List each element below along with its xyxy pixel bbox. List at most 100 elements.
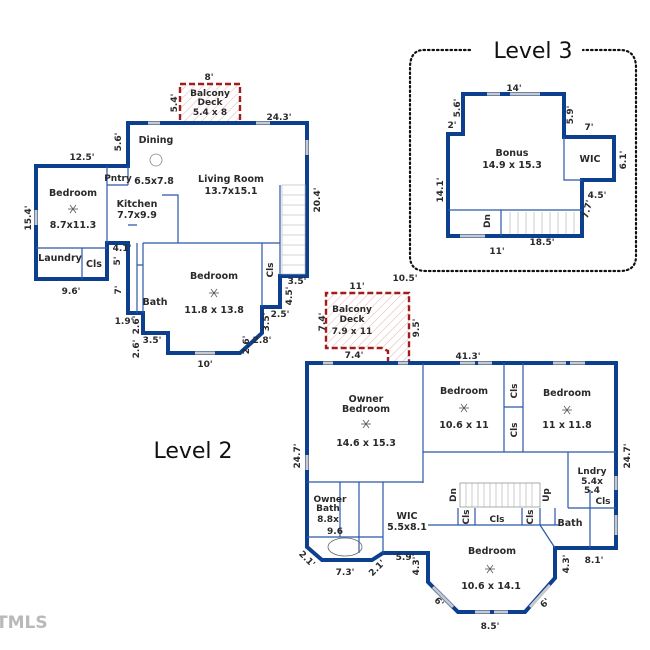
dimension-label: 5.6' [114,133,124,152]
dimension-label: 7' [114,285,124,294]
room-size: 7.9 x 11 [332,327,373,337]
dimension-label: 24.7' [623,444,633,469]
ceiling-fan-icon [67,204,79,214]
room-label: Deck [340,315,366,325]
dimension-label: 6.1' [619,151,629,170]
dimension-label: 7.4' [318,313,328,332]
stairs-down-label: Dn [449,488,459,502]
dimension-label: 15.4' [24,206,34,231]
dimension-label: 2.5' [271,310,290,320]
level-3-title: Level 3 [493,39,572,64]
exterior-walls [34,121,309,355]
dimension-label: 20.4' [313,188,323,213]
dimension-label: 11' [349,282,364,292]
dimension-label: 5.4' [170,94,180,113]
room-label: Bedroom [543,388,591,399]
room-label: Cls [462,509,472,524]
room-label: Cls [266,262,276,277]
dimension-label: 9.6' [62,287,81,297]
dimension-label: 41.3' [456,352,481,362]
bathtub-icon [327,537,363,557]
dimension-label: 10' [197,360,212,370]
dimension-label: 2.6' [242,336,252,355]
stairs [509,212,575,234]
room-label: Cls [510,422,520,437]
dimension-label: 10.5' [393,274,418,284]
room-label: Owner [349,394,384,405]
dimension-label: 8.5' [481,622,500,632]
dimension-label: 7' [584,123,593,133]
interior-walls [307,363,616,553]
room-size: 8.8x [317,515,339,525]
stairs-down-label: Dn [483,214,493,228]
room-size: 5.4 x 8 [193,108,227,118]
interior-walls [34,121,309,355]
ceiling-fan-icon [458,403,470,413]
level-2-title: Level 2 [153,439,232,464]
dimension-label: 3.5' [143,336,162,346]
room-label: Cls [595,497,610,507]
room-label: Living Room [198,174,264,185]
level-3-dotted-frame [408,48,638,273]
ceiling-fan-icon [208,288,220,298]
dimension-label: 5' [113,256,123,265]
room-label: Cls [86,259,102,270]
room-label: Balcony [332,305,372,315]
dimension-label: 2.6' [132,340,142,359]
dimension-label: 24.7' [293,444,303,469]
room-label: Bedroom [49,188,97,199]
dimension-label: 7.4' [345,351,364,361]
dimension-label: 8' [204,73,213,83]
dining-table-icon [149,153,163,167]
dimension-label: 11' [489,247,504,257]
ceiling-fan-icon [484,564,496,574]
room-size: 5.4 [584,486,600,496]
dimension-label: 24.3' [267,113,292,123]
balcony-deck [324,291,411,363]
room-size: 11.8 x 13.8 [184,305,244,316]
room-label: Balcony [190,89,230,99]
room-size: 11 x 11.8 [542,420,592,431]
dimension-label: 4.1' [113,244,132,254]
room-size: 13.7x15.1 [204,186,257,197]
room-size: 5.5x8.1 [387,522,427,533]
dimension-label: 4.5' [588,191,607,201]
dimension-label: 5.9' [396,553,415,563]
room-size: 14.9 x 15.3 [482,160,542,171]
dimension-label: 18.5' [530,238,555,248]
dimension-label: 3.5' [262,313,272,332]
dimension-label: 2.8' [253,336,272,346]
dimension-label: 2.6' [132,316,142,335]
level-2-plan: Level 2 11' 10.5' Balcony Deck 7.9 x 11 … [153,274,633,632]
room-size: 10.6 x 14.1 [461,581,521,592]
room-label: Deck [198,98,224,108]
dimension-label: 1.9' [115,317,134,327]
dimension-label: 5.9' [566,106,576,125]
room-label: Bedroom [342,404,390,415]
room-label: Owner [314,495,347,505]
level-1-plan: 8' Balcony Deck 5.4 x 8 5.4' 24.3' Dinin… [24,73,323,370]
stairs [281,184,306,275]
room-label: WIC [580,154,601,165]
level-3-plan: Level 3 14' 5.6' 2' 5.9' 7' Bonus 14.9 x… [408,39,638,273]
room-size: 6.5x7.8 [134,176,174,187]
dimension-label: 4.3' [412,557,422,576]
room-size: 7.7x9.9 [117,210,157,221]
room-size: 9.6 [327,527,343,537]
room-label: Kitchen [117,199,158,210]
dimension-label: 5.6' [453,99,463,118]
ceiling-fan-icon [561,405,573,415]
room-label: Dining [139,135,174,146]
dimension-label: 7.3' [336,568,355,578]
room-label: Bath [558,518,583,529]
room-label: WIC [397,511,418,522]
dimension-label: 2' [447,121,456,131]
room-label: Cls [489,515,504,525]
dimension-label: 14' [506,84,521,94]
room-label: Laundry [38,253,82,264]
room-label: Bath [316,504,340,514]
room-label: Cls [510,383,520,398]
room-label: Cls [526,509,536,524]
dimension-label: 4.3' [562,555,572,574]
